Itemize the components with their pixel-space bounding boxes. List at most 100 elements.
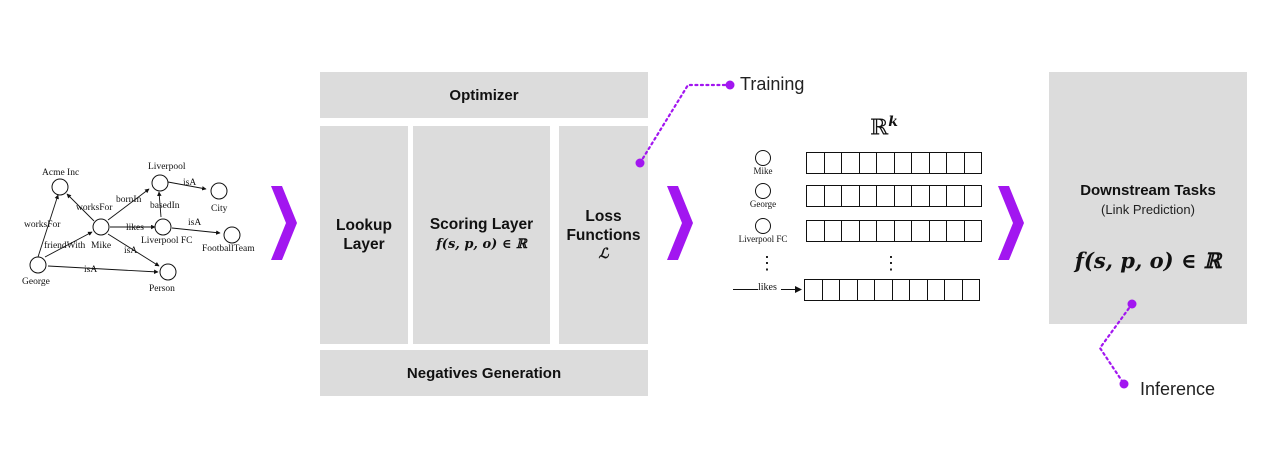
- embedding-cell: [856, 279, 875, 301]
- edge-label-is-a-4: isA: [84, 265, 97, 275]
- edge-mike-liverpool: [107, 188, 150, 221]
- embedding-cell: [963, 185, 982, 207]
- embedding-cell: [806, 152, 825, 174]
- loss-symbol: ℒ: [598, 246, 609, 262]
- embedding-cell: [928, 220, 947, 242]
- embedding-cell: [821, 279, 840, 301]
- node-football-team: [223, 226, 241, 244]
- entity-label: Liverpool FC: [738, 234, 788, 244]
- embedding-cell: [893, 220, 912, 242]
- node-label-football-team: FootballTeam: [202, 244, 255, 254]
- loss-functions-label-1: Loss: [585, 208, 622, 225]
- knowledge-graph: Acme Inc Liverpool City Mike Liverpool F…: [22, 162, 255, 294]
- embedding-cell: [946, 185, 965, 207]
- embedding-cell: [961, 279, 980, 301]
- embedding-cell: [946, 152, 965, 174]
- embedding-cell: [841, 152, 860, 174]
- embedding-cell: [806, 185, 825, 207]
- lookup-layer-label-2: Layer: [343, 236, 385, 253]
- node-city: [210, 182, 228, 200]
- node-acme: [51, 178, 69, 196]
- embedding-cell: [893, 152, 912, 174]
- edge-george-mike: [44, 231, 93, 258]
- relation-arrow-left: [733, 289, 758, 290]
- embedding-cell: [911, 220, 930, 242]
- embedding-cell: [839, 279, 858, 301]
- embedding-cell: [804, 279, 823, 301]
- edge-george-person: [47, 265, 159, 275]
- embedding-cell: [823, 152, 842, 174]
- embedding-cell: [944, 279, 963, 301]
- embedding-cell: [946, 220, 965, 242]
- node-label-person: Person: [149, 284, 175, 294]
- edge-mike-acme: [66, 193, 95, 222]
- embedding-cell: [858, 185, 877, 207]
- edge-mike-person: [107, 233, 160, 267]
- downstream-formula: f(s, p, o) ∈ ℝ: [1074, 248, 1222, 273]
- optimizer-box: Optimizer: [320, 72, 648, 118]
- relation-vector: [804, 279, 980, 301]
- edge-label-is-a-3: isA: [124, 246, 137, 256]
- embedding-vector: [806, 152, 982, 174]
- scoring-layer-box: Scoring Layer f(s, p, o) ∈ ℝ: [413, 126, 550, 344]
- embedding-cell: [909, 279, 928, 301]
- embedding-cell: [858, 152, 877, 174]
- inference-label: Inference: [1140, 379, 1216, 399]
- lookup-layer-label-1: Lookup: [336, 217, 392, 234]
- loss-functions-box: Loss Functions ℒ: [559, 126, 648, 344]
- embedding-cell: [823, 220, 842, 242]
- embedding-cell: [806, 220, 825, 242]
- embedding-cell: [928, 185, 947, 207]
- embedding-cell: [874, 279, 893, 301]
- embedding-vector: [806, 185, 982, 207]
- entity-node-icon: [755, 183, 771, 199]
- downstream-subtitle: (Link Prediction): [1101, 202, 1195, 217]
- edge-label-works-for-2: worksFor: [24, 220, 61, 230]
- embedding-cell: [891, 279, 910, 301]
- node-label-city: City: [211, 204, 228, 214]
- dimension-k: k: [888, 114, 898, 130]
- edge-label-friend-with: friendWith: [44, 240, 86, 251]
- edge-label-is-a-2: isA: [188, 218, 201, 228]
- edge-george-acme: [37, 194, 59, 258]
- embedding-cell: [911, 185, 930, 207]
- embedding-cell: [876, 220, 895, 242]
- embedding-cell: [963, 152, 982, 174]
- chevron-right-icon: [667, 186, 693, 260]
- node-liverpool: [151, 174, 169, 192]
- node-label-acme: Acme Inc: [42, 168, 79, 178]
- node-george: [29, 256, 47, 274]
- node-liverpool-fc: [154, 218, 172, 236]
- edge-label-is-a-1: isA: [183, 178, 196, 188]
- embedding-cell: [841, 220, 860, 242]
- embedding-cell: [876, 185, 895, 207]
- scoring-layer-title: Scoring Layer: [429, 216, 534, 233]
- embedding-cell: [858, 220, 877, 242]
- training-label: Training: [740, 74, 805, 94]
- embedding-cell: [911, 152, 930, 174]
- node-label-george: George: [22, 277, 50, 287]
- downstream-tasks-box: Downstream Tasks (Link Prediction) f(s, …: [1049, 72, 1247, 324]
- embedding-cell: [928, 152, 947, 174]
- embedding-cell: [893, 185, 912, 207]
- optimizer-label: Optimizer: [449, 86, 519, 104]
- embedding-space-symbol: ℝk: [870, 114, 898, 140]
- relation-label: likes: [758, 282, 777, 293]
- edge-label-based-in: basedIn: [150, 201, 180, 211]
- node-label-mike: Mike: [91, 241, 111, 251]
- embedding-cell: [876, 152, 895, 174]
- relation-arrow-right-icon: [781, 286, 802, 293]
- negatives-generation-label: Negatives Generation: [406, 364, 562, 382]
- embedding-cell: [963, 220, 982, 242]
- entity-ellipsis: ⋮: [758, 253, 776, 273]
- chevron-right-icon: [998, 186, 1024, 260]
- embedding-vector: [806, 220, 982, 242]
- edge-label-likes: likes: [126, 223, 144, 233]
- inference-connector: [1098, 299, 1137, 389]
- edge-lfc-liverpool: [157, 191, 162, 218]
- entity-node-icon: [755, 150, 771, 166]
- edge-lfc-footballteam: [171, 227, 221, 235]
- node-person: [159, 263, 177, 281]
- embedding-cell: [823, 185, 842, 207]
- edge-liverpool-city: [167, 181, 207, 191]
